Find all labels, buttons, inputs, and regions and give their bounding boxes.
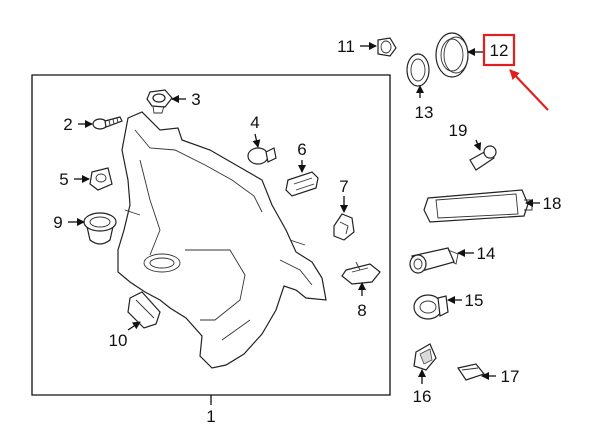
callout-17: 17 — [501, 367, 520, 386]
callout-13: 13 — [415, 103, 434, 122]
callout-1: 1 — [206, 407, 215, 426]
leader-10 — [127, 321, 141, 331]
leader-4 — [252, 133, 261, 148]
speaker-ring-13 — [406, 53, 430, 87]
grommet-5 — [89, 167, 113, 191]
callout-5: 5 — [59, 170, 68, 189]
bracket-plate-8 — [341, 261, 381, 285]
cup-holder-9 — [83, 212, 117, 245]
socket-15 — [413, 294, 449, 320]
assembly-frame — [31, 74, 391, 396]
callout-4: 4 — [250, 113, 259, 132]
push-pin-4 — [247, 147, 277, 165]
hook-clip-7 — [333, 213, 355, 241]
callout-15: 15 — [465, 291, 484, 310]
leader-19 — [473, 139, 482, 151]
callout-10: 10 — [109, 331, 128, 350]
callout-14: 14 — [477, 244, 496, 263]
screw-2 — [92, 116, 123, 130]
callout-9: 9 — [53, 213, 62, 232]
bracket-6 — [285, 171, 319, 197]
lamp-housing-18 — [423, 189, 533, 223]
highlight-box-12 — [482, 33, 516, 67]
highlight-arrow-12 — [509, 69, 549, 111]
callout-11: 11 — [337, 37, 355, 56]
clip-17 — [457, 363, 486, 381]
speaker-grille-12 — [435, 32, 469, 78]
clip-3 — [146, 89, 173, 114]
callout-18: 18 — [543, 194, 562, 213]
cap-11 — [377, 37, 397, 57]
callout-12: 12 — [490, 41, 509, 60]
quarter-trim-panel — [117, 111, 327, 369]
bulb-19 — [469, 145, 497, 171]
callout-7: 7 — [339, 177, 348, 196]
callout-8: 8 — [357, 301, 366, 320]
callout-6: 6 — [297, 140, 306, 159]
callout-16: 16 — [413, 387, 432, 406]
lamp-10 — [127, 291, 161, 329]
callout-3: 3 — [191, 90, 200, 109]
power-outlet-14 — [409, 247, 459, 274]
clip-16 — [413, 343, 437, 371]
callout-19: 19 — [449, 121, 468, 140]
callout-2: 2 — [63, 115, 72, 134]
